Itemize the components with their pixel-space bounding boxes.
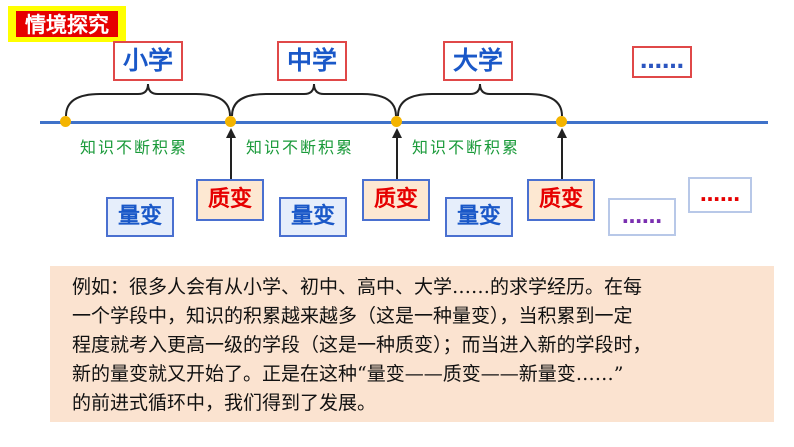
example-line: 例如：很多人会有从小学、初中、高中、大学……的求学经历。在每 [72,276,643,298]
section-tag: 情境探究 [8,6,126,42]
arrow-shaft [396,136,398,180]
knowledge-label: 知识不断积累 [80,138,189,157]
example-line: 的前进式循环中，我们得到了发展。 [72,392,377,414]
section-tag-label: 情境探究 [16,11,118,37]
timeline-point [225,116,236,127]
stage-middle-school: 中学 [277,41,347,81]
arrow-up-icon [557,128,567,138]
qualitative-change-box: 质变 [362,179,430,221]
qualitative-change-box: 质变 [527,179,595,221]
knowledge-label: 知识不断积累 [246,138,355,157]
arrow-up-icon [226,128,236,138]
arrow-shaft [230,136,232,180]
timeline-point [60,116,71,127]
timeline-point [391,116,402,127]
brace-university [397,83,563,117]
example-text-box: 例如：很多人会有从小学、初中、高中、大学……的求学经历。在每 一个学段中，知识的… [50,266,774,422]
qualitative-change-box: 质变 [196,179,264,221]
brace-primary [65,83,231,117]
qualitative-more-dots: …… [688,177,752,213]
example-line: 程度就考入更高一级的学段（这是一种质变）；而当进入新的学段时， [72,334,652,356]
brace-middle [231,83,397,117]
quantitative-change-box: 量变 [279,197,347,237]
timeline-line [40,121,768,124]
arrow-shaft [561,136,563,180]
knowledge-label: 知识不断积累 [412,138,521,157]
timeline-point [556,116,567,127]
quantitative-more-dots: …… [608,198,676,236]
example-line: 一个学段中，知识的积累越来越多（这是一种量变），当积累到一定 [72,305,633,327]
stage-university: 大学 [443,41,513,81]
quantitative-change-box: 量变 [106,197,174,237]
stage-more-dots: …… [632,46,692,78]
example-line: 新的量变就又开始了。正是在这种“量变——质变——新量变……” [72,363,624,385]
arrow-up-icon [392,128,402,138]
stage-primary-school: 小学 [113,41,183,81]
quantitative-change-box: 量变 [445,197,513,237]
